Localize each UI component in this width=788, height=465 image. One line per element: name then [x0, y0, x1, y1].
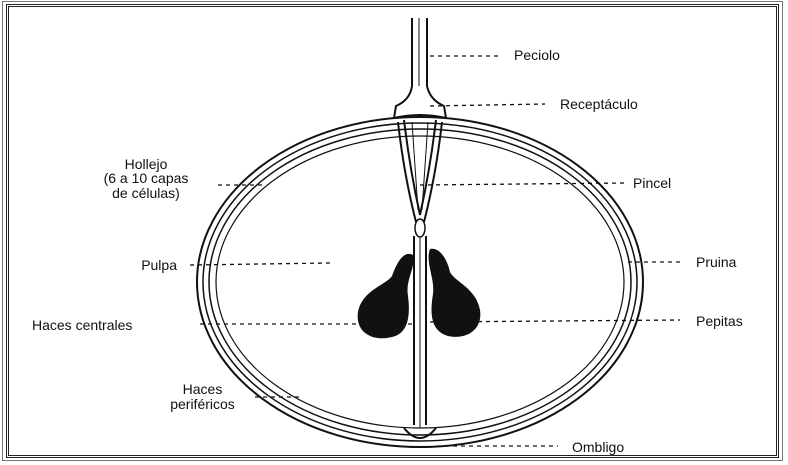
leader-receptaculo [430, 104, 545, 106]
seed-right [429, 249, 481, 337]
label-haces-1: Haces [155, 382, 250, 396]
label-haces-centrales: Haces centrales [32, 318, 132, 332]
brush-right [420, 120, 442, 222]
leader-pincel [420, 183, 625, 185]
label-haces-2: periféricos [155, 397, 250, 411]
label-hollejo-3: de células) [80, 186, 212, 200]
label-receptaculo: Receptáculo [560, 97, 638, 111]
label-pepitas: Pepitas [696, 314, 743, 328]
seed-left [358, 254, 414, 338]
label-pruina: Pruina [696, 255, 736, 269]
label-hollejo-1: Hollejo [80, 157, 212, 171]
label-pincel: Pincel [633, 176, 671, 190]
label-peciolo: Peciolo [514, 48, 560, 62]
label-ombligo: Ombligo [572, 440, 624, 454]
label-pulpa: Pulpa [60, 258, 177, 272]
label-hollejo-2: (6 a 10 capas [80, 171, 212, 185]
petiole [394, 18, 446, 118]
navel [404, 428, 436, 438]
brush-left [398, 120, 420, 222]
